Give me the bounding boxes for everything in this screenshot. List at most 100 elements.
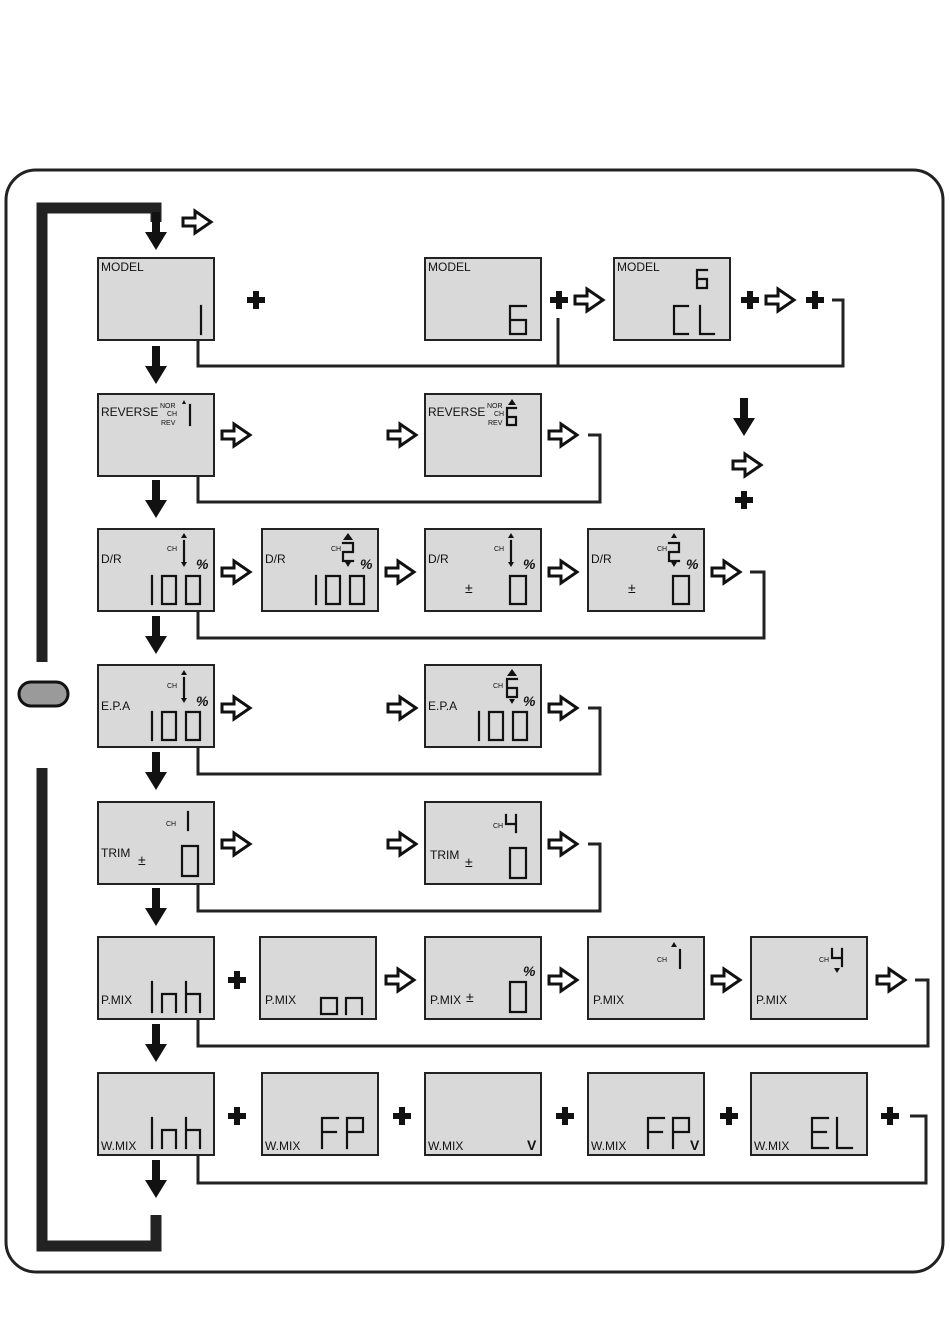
plus-minus-sign: ± (466, 989, 474, 1005)
next-arrow-icon (388, 833, 416, 855)
ch-label: CH (819, 957, 829, 964)
ch-label: CH (657, 957, 667, 964)
lcd-pmix-zero: P.MIX ± % (425, 937, 541, 1019)
lcd-wmix-el: W.MIX (751, 1073, 867, 1155)
lcd-label: W.MIX (265, 1139, 300, 1153)
nor-label: NOR (160, 403, 176, 410)
lcd-trim-ch1: TRIM CH ± (98, 802, 214, 884)
rev-label: REV (488, 420, 503, 427)
down-arrow-icon (145, 212, 167, 250)
lcd-wmix-fpv: W.MIX V (588, 1073, 704, 1155)
next-arrow-icon (712, 561, 740, 583)
ch-label: CH (166, 821, 176, 828)
lcd-label: P.MIX (101, 993, 132, 1007)
lcd-label: MODEL (428, 260, 471, 274)
side-button[interactable] (19, 682, 68, 706)
lcd-label: TRIM (101, 846, 130, 860)
plus-key-icon (247, 291, 265, 309)
legend-down-arrow-icon (733, 398, 755, 436)
lcd-epa-ch6: E.P.A CH % (425, 665, 541, 747)
next-arrow-icon (549, 561, 577, 583)
start-arrow-icon (183, 211, 211, 233)
lcd-epa-ch1: E.P.A CH % (98, 665, 214, 747)
plus-key-icon (881, 1107, 899, 1125)
lcd-label: W.MIX (754, 1139, 789, 1153)
nor-label: NOR (487, 403, 503, 410)
percent-sign: % (523, 556, 536, 572)
lcd-dr-ch2: D/R CH % (262, 529, 378, 611)
down-arrow-icon (145, 1160, 167, 1198)
ch-label: CH (657, 546, 667, 553)
lcd-pmix-inh: P.MIX (98, 937, 214, 1019)
next-arrow-icon (549, 697, 577, 719)
lcd-label: P.MIX (265, 993, 296, 1007)
rev-label: REV (161, 420, 176, 427)
next-arrow-icon (386, 969, 414, 991)
ch-label: CH (494, 411, 504, 418)
lcd-label: D/R (101, 552, 122, 566)
lcd-dr-ch1: D/R CH % (98, 529, 214, 611)
lcd-label: D/R (591, 552, 612, 566)
next-arrow-icon (712, 969, 740, 991)
percent-sign: % (523, 693, 536, 709)
lcd-label: W.MIX (101, 1139, 136, 1153)
percent-sign: % (686, 556, 699, 572)
plus-minus-sign: ± (138, 852, 146, 868)
ch-label: CH (494, 546, 504, 553)
lcd-pmix-ch1: P.MIX CH (588, 937, 704, 1019)
plus-key-icon (228, 971, 246, 989)
down-arrow-icon (145, 480, 167, 518)
legend-plus-key-icon (735, 491, 753, 509)
lcd-model-6: MODEL (425, 258, 541, 340)
lcd-label: D/R (265, 552, 286, 566)
plus-key-icon (720, 1107, 738, 1125)
next-arrow-icon (388, 697, 416, 719)
plus-key-icon (393, 1107, 411, 1125)
return-line (198, 340, 558, 366)
ch-label: CH (167, 546, 177, 553)
lcd-label: W.MIX (591, 1139, 626, 1153)
lcd-label: W.MIX (428, 1139, 463, 1153)
lcd-label: P.MIX (756, 993, 787, 1007)
lcd-trim-ch4: TRIM CH ± (425, 802, 541, 884)
down-arrow-icon (145, 888, 167, 926)
lcd-label: D/R (428, 552, 449, 566)
next-arrow-icon (549, 833, 577, 855)
lcd-label: E.P.A (101, 699, 130, 713)
ch-label: CH (331, 546, 341, 553)
plus-minus-sign: ± (628, 580, 636, 596)
next-arrow-icon (549, 424, 577, 446)
lcd-label: MODEL (617, 260, 660, 274)
percent-sign: % (196, 556, 209, 572)
lcd-wmix-inh: W.MIX (98, 1073, 214, 1155)
plus-key-icon (550, 291, 568, 309)
lcd-label: REVERSE (101, 405, 158, 419)
lcd-dr-ch1-zero: D/R CH % ± (425, 529, 541, 611)
lcd-label: E.P.A (428, 699, 457, 713)
lcd-model-cl: MODEL (614, 258, 730, 340)
ch-label: CH (167, 683, 177, 690)
next-arrow-icon (386, 561, 414, 583)
next-arrow-icon (575, 289, 603, 311)
lcd-label: TRIM (430, 848, 459, 862)
v-mark: V (527, 1137, 537, 1153)
next-arrow-icon (388, 424, 416, 446)
next-arrow-icon (222, 697, 250, 719)
v-mark: V (690, 1137, 700, 1153)
lcd-wmix-v: W.MIX V (425, 1073, 541, 1155)
next-arrow-icon (222, 561, 250, 583)
plus-key-icon (556, 1107, 574, 1125)
next-arrow-icon (222, 833, 250, 855)
percent-sign: % (523, 963, 536, 979)
next-arrow-icon (877, 969, 905, 991)
plus-key-icon (741, 291, 759, 309)
ch-label: CH (493, 823, 503, 830)
percent-sign: % (360, 556, 373, 572)
down-arrow-icon (145, 1024, 167, 1062)
lcd-label: P.MIX (593, 993, 624, 1007)
ch-label: CH (167, 411, 177, 418)
lcd-dr-ch2-zero: D/R CH % ± (588, 529, 704, 611)
next-arrow-icon (766, 289, 794, 311)
lcd-label: P.MIX (430, 993, 461, 1007)
